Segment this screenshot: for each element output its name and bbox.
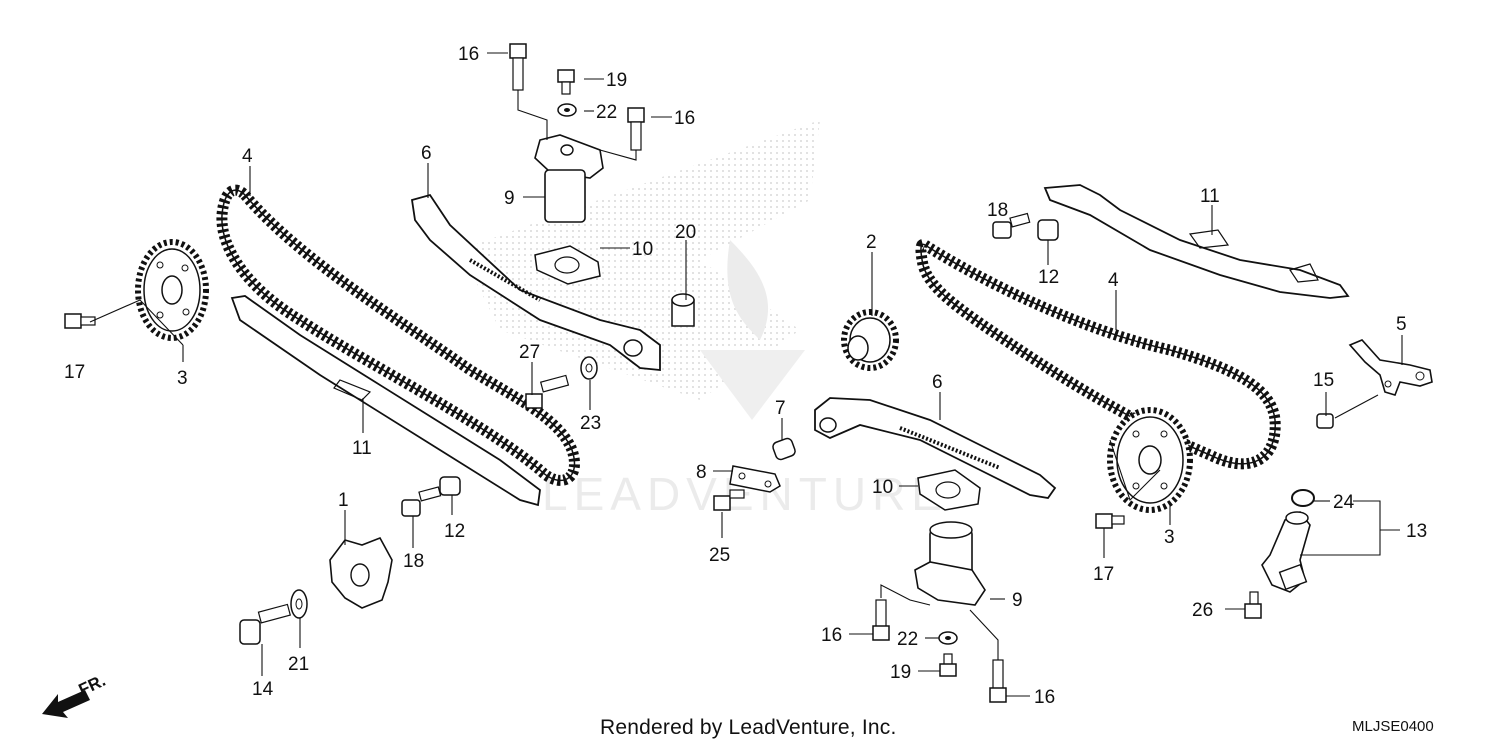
- callout-3[interactable]: 3: [177, 368, 188, 389]
- washer-22-top[interactable]: [557, 103, 577, 117]
- callout-12[interactable]: 12: [444, 521, 465, 542]
- bolt-27[interactable]: [525, 374, 570, 409]
- cam-sensor-13[interactable]: [1261, 510, 1311, 593]
- callout-10[interactable]: 10: [872, 477, 893, 498]
- callout-23[interactable]: 23: [580, 413, 601, 434]
- diagram-code: MLJSE0400: [1352, 718, 1434, 735]
- bolt-16-top-right[interactable]: [627, 107, 645, 151]
- idler-gear-2[interactable]: [841, 309, 899, 371]
- callout-6[interactable]: 6: [421, 143, 432, 164]
- callout-18[interactable]: 18: [987, 200, 1008, 221]
- callout-7[interactable]: 7: [775, 398, 786, 419]
- bolt-17-left[interactable]: [64, 313, 96, 329]
- callout-6[interactable]: 6: [932, 372, 943, 393]
- bolt-16-bottom-right[interactable]: [989, 659, 1007, 703]
- bolt-16-top-left[interactable]: [509, 43, 527, 91]
- cam-chain-left[interactable]: [216, 184, 580, 486]
- callout-labels: 16 19 22 16 4 6 9 10 20 17 3 27 23 11 1 …: [64, 44, 1427, 708]
- cam-sprocket-right[interactable]: [1107, 407, 1193, 513]
- callout-21[interactable]: 21: [288, 654, 309, 675]
- callout-8[interactable]: 8: [696, 462, 707, 483]
- bolt-25[interactable]: [713, 489, 745, 511]
- callout-24[interactable]: 24: [1333, 492, 1355, 513]
- callout-1[interactable]: 1: [338, 490, 349, 511]
- tensioner-arm-left[interactable]: [410, 193, 661, 371]
- callout-11[interactable]: 11: [1200, 186, 1220, 207]
- callout-27[interactable]: 27: [519, 342, 540, 363]
- bolt-14[interactable]: [239, 603, 292, 645]
- callout-11[interactable]: 11: [352, 438, 372, 459]
- gasket-bottom[interactable]: [917, 469, 981, 511]
- cam-sprocket-left[interactable]: [135, 239, 209, 341]
- callout-9[interactable]: 9: [504, 188, 515, 209]
- washer-22-bottom[interactable]: [938, 631, 958, 645]
- callout-10[interactable]: 10: [632, 239, 653, 260]
- bolt-17-right[interactable]: [1095, 513, 1125, 529]
- chain-tensioner-top[interactable]: [534, 134, 604, 223]
- pulse-plate-1[interactable]: [329, 536, 393, 609]
- callout-16[interactable]: 16: [821, 625, 842, 646]
- cam-chain-right[interactable]: [915, 238, 1281, 470]
- bolt-18-right[interactable]: [992, 212, 1031, 239]
- washer-21[interactable]: [290, 589, 308, 619]
- chain-tensioner-bottom[interactable]: [914, 521, 986, 606]
- callout-19[interactable]: 19: [606, 70, 627, 91]
- callout-17[interactable]: 17: [64, 362, 85, 383]
- callout-16[interactable]: 16: [458, 44, 479, 65]
- callout-5[interactable]: 5: [1396, 314, 1407, 335]
- chain-guide-left[interactable]: [230, 295, 541, 507]
- o-ring-24[interactable]: [1291, 489, 1315, 507]
- callout-25[interactable]: 25: [709, 545, 730, 566]
- pin-7[interactable]: [772, 437, 797, 461]
- bolt-15[interactable]: [1316, 413, 1334, 429]
- tensioner-arm-right[interactable]: [814, 397, 1057, 499]
- bolt-26[interactable]: [1244, 591, 1262, 619]
- callout-14[interactable]: 14: [252, 679, 274, 700]
- callout-4[interactable]: 4: [1108, 270, 1119, 291]
- footer-credit: Rendered by LeadVenture, Inc.: [600, 716, 897, 739]
- collar-12-left[interactable]: [439, 476, 461, 496]
- callout-9[interactable]: 9: [1012, 590, 1023, 611]
- callout-20[interactable]: 20: [675, 222, 696, 243]
- gasket-top[interactable]: [534, 245, 601, 285]
- callout-4[interactable]: 4: [242, 146, 253, 167]
- callout-22[interactable]: 22: [596, 102, 617, 123]
- bolt-19-bottom[interactable]: [939, 653, 957, 677]
- callout-16[interactable]: 16: [1034, 687, 1055, 708]
- plate-8[interactable]: [729, 465, 781, 493]
- washer-23[interactable]: [580, 356, 598, 380]
- callout-3[interactable]: 3: [1164, 527, 1175, 548]
- callout-18[interactable]: 18: [403, 551, 424, 572]
- bolt-16-bottom-left[interactable]: [872, 599, 890, 641]
- chain-guide-right[interactable]: [1043, 184, 1350, 299]
- callout-12[interactable]: 12: [1038, 267, 1059, 288]
- callout-19[interactable]: 19: [890, 662, 911, 683]
- callout-22[interactable]: 22: [897, 629, 918, 650]
- callout-13[interactable]: 13: [1406, 521, 1427, 542]
- collar-12-right[interactable]: [1037, 219, 1059, 241]
- callout-15[interactable]: 15: [1313, 370, 1334, 391]
- callout-17[interactable]: 17: [1093, 564, 1114, 585]
- callout-26[interactable]: 26: [1192, 600, 1213, 621]
- pivot-collar-20[interactable]: [671, 293, 695, 327]
- bolt-19-top[interactable]: [557, 69, 575, 95]
- front-direction-arrow: FR.: [42, 671, 109, 718]
- callout-16[interactable]: 16: [674, 108, 695, 129]
- callout-2[interactable]: 2: [866, 232, 877, 253]
- bolt-18-left[interactable]: [401, 486, 442, 517]
- bracket-5[interactable]: [1348, 339, 1433, 396]
- leader-lines: [89, 52, 1403, 697]
